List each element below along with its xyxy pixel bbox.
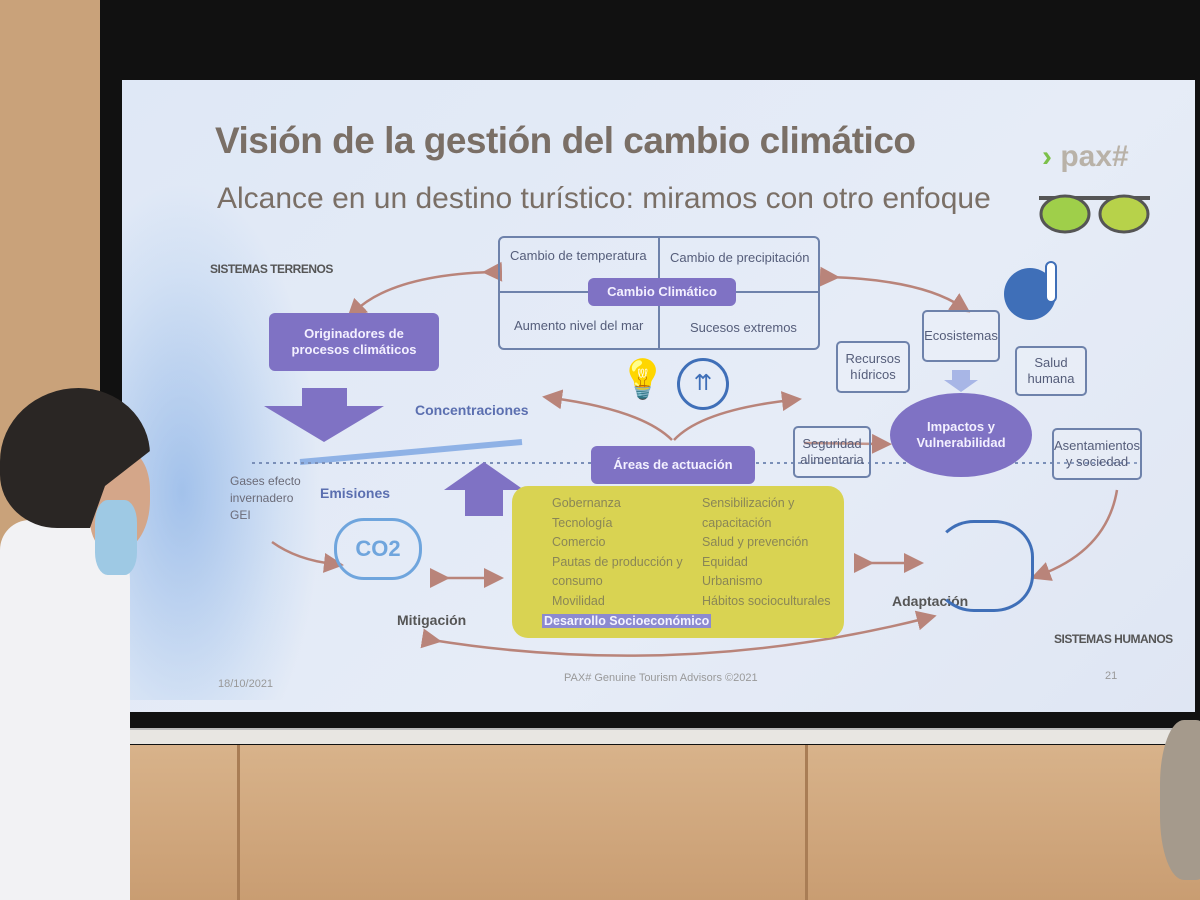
list-right: Sensibilización y capacitación Salud y p… <box>702 494 832 612</box>
list-item: Movilidad <box>552 593 605 608</box>
presenter-mask <box>95 500 137 575</box>
growth-cycle-icon: ⇈ <box>677 358 729 410</box>
emisiones-label: Emisiones <box>320 485 391 501</box>
adaptation-path-icon <box>934 520 1034 612</box>
sunglasses-icon <box>1037 192 1152 236</box>
footer-date: 18/10/2021 <box>218 678 274 690</box>
mitigacion-label: Mitigación <box>397 612 467 628</box>
wall-panel-seam <box>237 745 240 900</box>
salud-humana-box: Salud humana <box>1015 346 1087 396</box>
gases-label: Gases efecto invernadero GEI <box>230 474 301 522</box>
pax-logo: › pax# <box>1042 140 1129 173</box>
page-number: 21 <box>1105 670 1118 682</box>
impactos-ellipse: Impactos y Vulnerabilidad <box>890 393 1032 477</box>
concentraciones-label: Concentraciones <box>415 402 529 418</box>
list-left: Gobernanza Tecnología Comercio Pautas de… <box>526 494 686 612</box>
presenter-shirt <box>0 520 130 900</box>
watercolor-splash <box>122 180 322 700</box>
slide-subtitle: Alcance en un destino turístico: miramos… <box>217 182 991 215</box>
list-item: Comercio <box>552 535 606 550</box>
cell-temperatura: Cambio de temperatura <box>510 248 647 263</box>
wall-panel-seam <box>805 745 808 900</box>
list-item: Gobernanza <box>552 496 621 510</box>
socioeconomic-box: Gobernanza Tecnología Comercio Pautas de… <box>512 486 844 638</box>
list-item: Hábitos socioculturales <box>702 593 831 608</box>
audience-head <box>1160 720 1200 880</box>
screen-rail <box>115 728 1185 744</box>
footer-copyright: PAX# Genuine Tourism Advisors ©2021 <box>564 672 758 684</box>
list-item: Pautas de producción y consumo <box>552 554 683 589</box>
lightbulb-icon: 💡 <box>619 359 667 401</box>
sistemas-terrenos-label: SISTEMAS TERRENOS <box>210 262 333 276</box>
list-item: Sensibilización y capacitación <box>702 496 795 530</box>
connector-arrows <box>252 261 1142 657</box>
list-item: Salud y prevención <box>702 535 809 550</box>
list-item: Equidad <box>702 554 748 569</box>
ecosistemas-box: Ecosistemas <box>922 310 1000 362</box>
recursos-hidricos-box: Recursos hídricos <box>836 341 910 393</box>
desarrollo-label: Desarrollo Socioeconómico <box>542 614 712 628</box>
slide-title: Visión de la gestión del cambio climátic… <box>215 120 916 161</box>
cell-precipitacion: Cambio de precipitación <box>670 250 810 265</box>
climate-change-table: Cambio de temperatura Cambio de precipit… <box>498 236 820 350</box>
cell-sucesos: Sucesos extremos <box>690 320 797 335</box>
asentamientos-box: Asentamientos y sociedad <box>1052 428 1142 480</box>
cell-nivel-mar: Aumento nivel del mar <box>514 318 644 333</box>
co2-cloud-icon: CO2 <box>334 518 422 580</box>
wall <box>0 735 1200 900</box>
seguridad-alimentaria-box: Seguridad alimentaria <box>793 426 871 478</box>
list-item: Tecnología <box>552 515 613 530</box>
originadores-box: Originadores de procesos climáticos <box>269 313 439 371</box>
list-item: Urbanismo <box>702 574 763 589</box>
sistemas-humanos-label: SISTEMAS HUMANOS <box>1054 632 1173 646</box>
presentation-slide: Visión de la gestión del cambio climátic… <box>122 80 1195 712</box>
areas-actuacion-box: Áreas de actuación <box>591 446 755 484</box>
cambio-climatico-label: Cambio Climático <box>588 278 736 306</box>
globe-thermometer-icon <box>1002 248 1064 326</box>
